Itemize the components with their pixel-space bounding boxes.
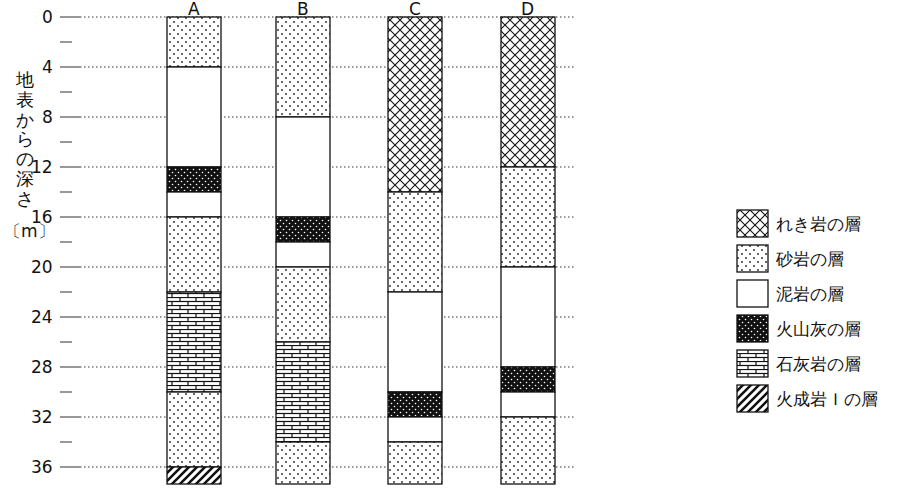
depth-grid	[60, 17, 575, 467]
depth-tick-label: 28	[31, 358, 53, 377]
depth-tick-label: 20	[31, 258, 53, 277]
depth-tick-label: 32	[31, 408, 53, 427]
depth-tick-label: 4	[42, 58, 53, 77]
depth-tick-label: 8	[42, 108, 53, 127]
depth-tick-label: 36	[31, 458, 53, 477]
depth-tick-label: 12	[31, 158, 53, 177]
legend-label: 砂岩の層	[776, 250, 844, 269]
boring-column	[276, 17, 330, 484]
axis-title: 地表からの深さ	[16, 70, 34, 209]
depth-tick-label: 0	[42, 8, 53, 27]
legend-swatches	[737, 210, 768, 412]
column-name: D	[521, 0, 534, 19]
minor-ticks	[60, 42, 72, 442]
boring-column	[167, 17, 221, 484]
column-name: B	[297, 0, 309, 19]
column-name: A	[188, 0, 200, 19]
legend-label: 火山灰の層	[776, 320, 861, 339]
legend-label: 火成岩Ｉの層	[776, 390, 878, 409]
depth-tick-label: 24	[31, 308, 53, 327]
legend-label: 石灰岩の層	[776, 355, 861, 374]
legend-label: 泥岩の層	[776, 285, 844, 304]
column-name: C	[409, 0, 421, 19]
axis-unit: 〔m〕	[4, 222, 55, 241]
boring-column	[501, 17, 555, 484]
boring-column	[388, 17, 442, 484]
legend-label: れき岩の層	[776, 215, 861, 234]
